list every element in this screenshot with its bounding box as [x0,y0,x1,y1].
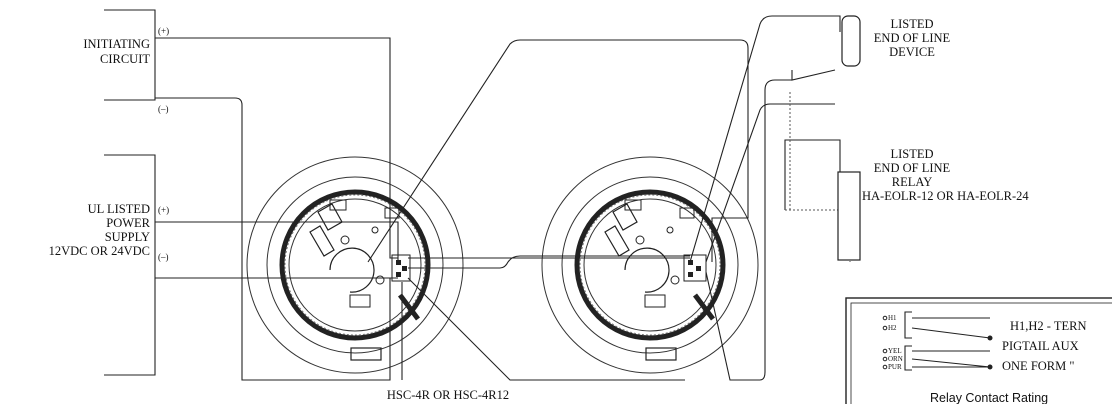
legend-text-1: H1,H2 - TERN [1010,319,1087,333]
legend-term-h1: H1 [888,314,897,322]
eol-relay-label-4: HA-EOLR-12 OR HA-EOLR-24 [862,189,1029,203]
initiating-circuit: INITIATING CIRCUIT (+) (–) [83,9,169,114]
wiring [155,15,851,381]
eol-device-label-2: END OF LINE [874,31,951,45]
initiating-minus-label: (–) [158,104,169,114]
initiating-label-1: INITIATING [83,37,150,51]
eol-device-label-3: DEVICE [889,45,935,59]
power-label-1: UL LISTED [88,202,150,216]
power-label-2: POWER [106,216,150,230]
detector-base-2 [541,156,759,374]
legend-term-yel: YEL [888,347,902,355]
power-supply: UL LISTED POWER SUPPLY 12VDC OR 24VDC (+… [49,154,169,376]
eol-device-label-1: LISTED [890,17,933,31]
legend-rating: Relay Contact Rating [930,391,1048,404]
legend-term-h2: H2 [888,324,897,332]
eol-relay-label-3: RELAY [892,175,933,189]
power-minus-label: (–) [158,252,169,262]
eol-relay: LISTED END OF LINE RELAY HA-EOLR-12 OR H… [837,147,1029,261]
initiating-label-2: CIRCUIT [100,52,150,66]
power-label-3: SUPPLY [105,230,150,244]
power-label-4: 12VDC OR 24VDC [49,244,150,258]
detector-base-1 [246,156,464,374]
power-plus-label: (+) [158,205,169,215]
eol-relay-label-2: END OF LINE [874,161,951,175]
legend-term-pur: PUR [888,363,902,371]
model-caption: HSC-4R OR HSC-4R12 [387,388,509,402]
eol-relay-label-1: LISTED [890,147,933,161]
eol-device: LISTED END OF LINE DEVICE [841,15,951,67]
legend-text-2: PIGTAIL AUX [1002,339,1079,353]
relay-legend: H1 H2 YEL ORN PUR H1,H2 - TERN PIGTAIL A… [845,297,1112,409]
legend-text-3: ONE FORM " [1002,359,1074,373]
legend-term-orn: ORN [888,355,903,363]
initiating-plus-label: (+) [158,26,169,36]
